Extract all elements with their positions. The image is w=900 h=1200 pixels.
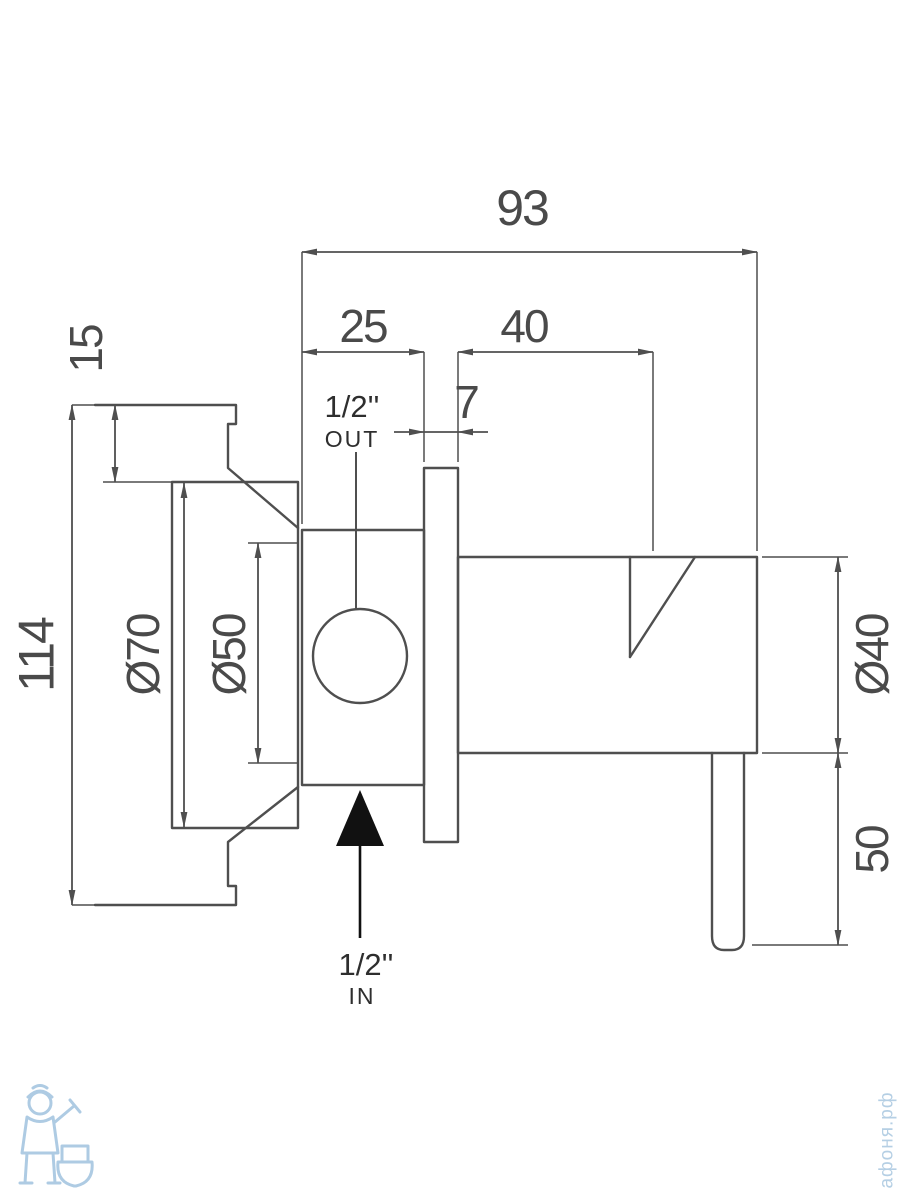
watermark-mascot-icon [18,1084,94,1188]
dim-total-depth-label: 93 [496,180,548,236]
out-port-size-label: 1/2'' [325,389,380,424]
port-labels: 1/2'' OUT 1/2'' IN [325,389,394,1009]
dim-lever-length-label: 50 [846,826,898,874]
outlet-port-circle [311,607,409,705]
dimension-lines [68,248,842,946]
in-port-size-label: 1/2'' [339,947,394,982]
in-port-label: IN [349,983,376,1009]
handle-bevel-line [628,555,697,659]
dim-handle-diameter-label: Ø40 [846,614,898,695]
dim-body-depth-label: 25 [339,300,387,352]
watermark-brand-text: афоня.рф [877,1091,898,1188]
valve-body-outline [93,403,759,952]
dim-bracket-offset-label: 15 [60,325,112,373]
dim-plate-outer-diameter-label: Ø70 [117,614,169,695]
dim-cartridge-length-label: 40 [500,300,548,352]
in-flow-arrow [336,790,384,846]
lever-tube [710,751,746,952]
dim-plate-height-label: 114 [9,617,65,692]
dim-plate-thickness-label: 7 [454,376,478,428]
dimension-labels: 93 25 40 7 15 114 Ø70 Ø50 Ø40 50 [9,180,899,874]
dim-plate-inner-diameter-label: Ø50 [203,614,255,695]
extension-lines [72,252,848,946]
flow-annotations [336,452,384,938]
bracket-top-profile [93,403,300,530]
face-plate [422,466,460,844]
valve-body [300,528,426,787]
handle-cylinder [456,555,759,755]
bracket-bottom-profile [93,785,300,907]
wall-plate [170,480,300,830]
out-port-label: OUT [325,426,380,452]
